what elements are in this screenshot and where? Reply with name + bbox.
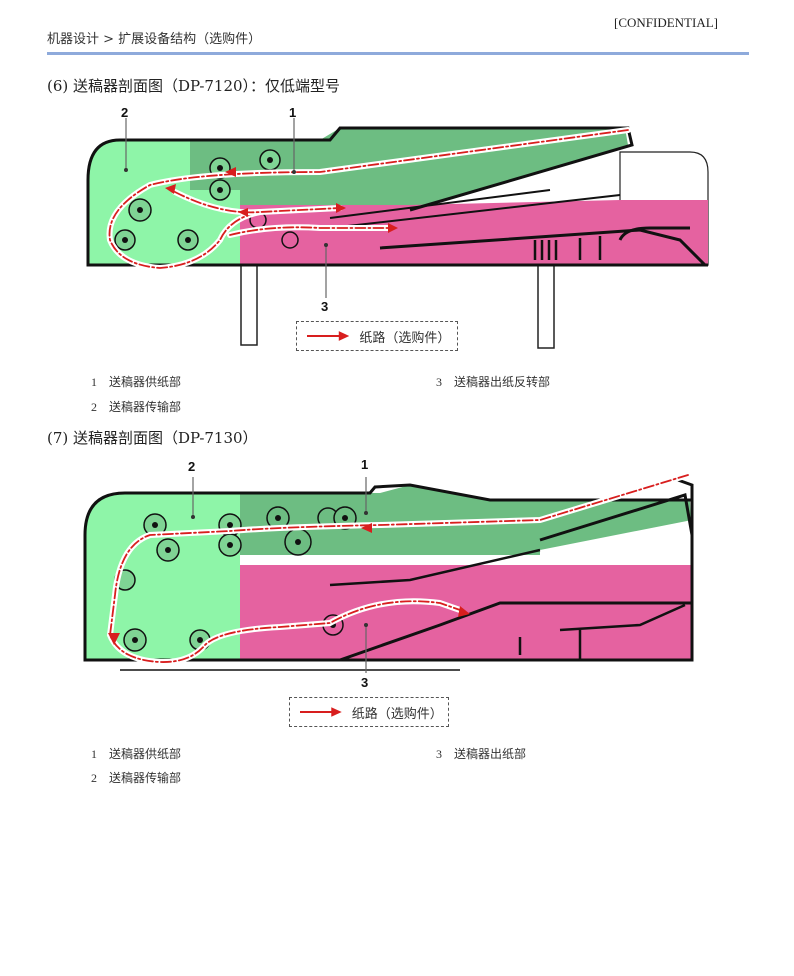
paper-path-label: 纸路（选购件） <box>351 706 443 722</box>
callout-2: 2 <box>188 459 196 474</box>
callout-3: 3 <box>361 675 369 690</box>
callout-1: 1 <box>361 457 369 472</box>
red-arrow-icon <box>307 331 350 341</box>
cross-section-illustration <box>86 118 709 349</box>
callout-1: 1 <box>289 105 297 120</box>
confidential-label: [CONFIDENTIAL] <box>614 15 718 30</box>
breadcrumb: 机器设计 > 扩展设备结构（选购件） <box>47 32 262 47</box>
paper-path-label: 纸路（选购件） <box>359 330 451 346</box>
section-title-dp7130: (7) 送稿器剖面图（DP-7130） <box>47 429 258 447</box>
callout-3: 3 <box>321 299 329 314</box>
diagram-dp7120: 2 1 3 <box>80 100 720 360</box>
header-divider <box>47 52 749 55</box>
red-arrow-icon <box>300 707 342 717</box>
paper-path-legend: 纸路（选购件） <box>296 321 458 351</box>
cross-section-illustration <box>83 472 694 673</box>
callout-2: 2 <box>121 105 129 120</box>
paper-path-legend: 纸路（选购件） <box>289 697 449 727</box>
section-title-dp7120: (6) 送稿器剖面图（DP-7120）：仅低端型号 <box>47 77 341 95</box>
diagram-dp7130: 2 1 3 <box>80 455 720 690</box>
